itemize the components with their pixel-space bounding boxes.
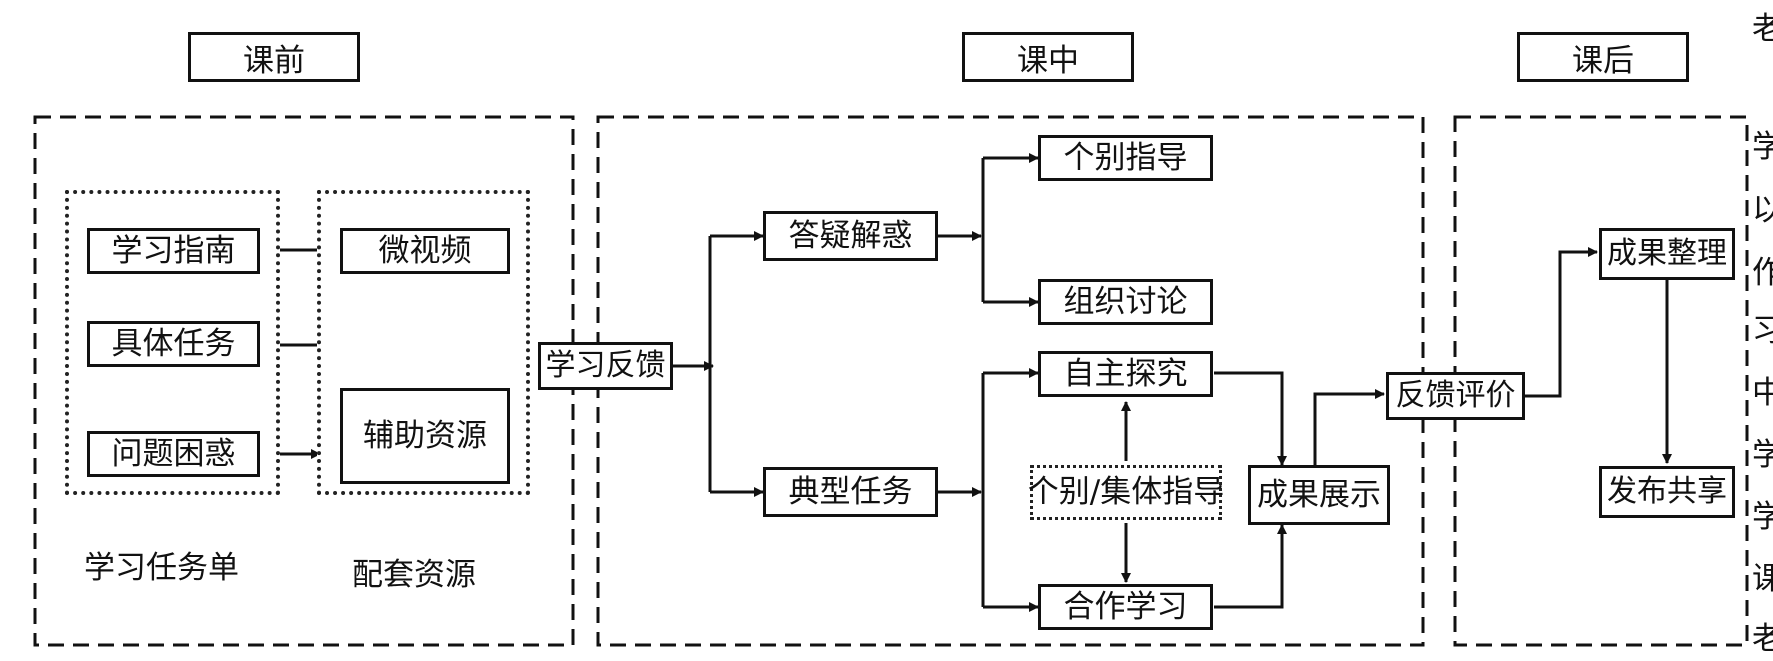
edge-text-char: 老: [1752, 11, 1773, 47]
edge-text-char: 老: [1752, 621, 1773, 657]
node-aux-resources: 辅助资源: [340, 388, 510, 484]
node-qa: 答疑解惑: [763, 211, 938, 261]
phase-after-class: 课后: [1517, 32, 1689, 82]
node-questions: 问题困惑: [87, 431, 260, 477]
edge-text-char: 中: [1752, 375, 1773, 411]
phase-during-class: 课中: [962, 32, 1134, 82]
edge-text-char: 课: [1752, 561, 1773, 597]
node-study-feedback: 学习反馈: [538, 342, 673, 390]
edge-text-char: 学: [1752, 499, 1773, 535]
edge-text-char: 作: [1752, 255, 1773, 291]
showcase-to-evaluation-arrow: [1313, 389, 1385, 465]
inquiry-to-showcase-arrow: [1214, 371, 1287, 466]
node-cooperative-learning: 合作学习: [1038, 584, 1213, 630]
node-feedback-evaluation: 反馈评价: [1386, 372, 1525, 420]
evaluation-to-organize-arrow: [1525, 247, 1598, 398]
phase-before-class: 课前: [188, 32, 360, 82]
edge-text-char: 习: [1752, 313, 1773, 349]
cooperative-to-showcase-arrow: [1214, 524, 1287, 609]
node-guidance: 个别/集体指导: [1028, 465, 1224, 520]
node-publish-share: 发布共享: [1599, 466, 1735, 518]
resources-label: 配套资源: [352, 557, 476, 593]
edge-text-char: 学: [1752, 437, 1773, 473]
edge-text-char: 以: [1752, 192, 1773, 228]
during-class-frame: [596, 115, 1425, 647]
node-micro-video: 微视频: [340, 228, 510, 274]
task-sheet-label: 学习任务单: [84, 550, 239, 586]
node-group-discussion: 组织讨论: [1038, 279, 1213, 325]
node-showcase: 成果展示: [1248, 465, 1390, 525]
node-individual-guidance: 个别指导: [1038, 135, 1213, 181]
node-typical-task: 典型任务: [763, 467, 938, 517]
edge-text-char: 学: [1752, 129, 1773, 165]
node-specific-task: 具体任务: [87, 321, 260, 367]
node-organize-results: 成果整理: [1599, 228, 1735, 280]
node-study-guide: 学习指南: [87, 228, 260, 274]
node-self-inquiry: 自主探究: [1038, 351, 1213, 397]
